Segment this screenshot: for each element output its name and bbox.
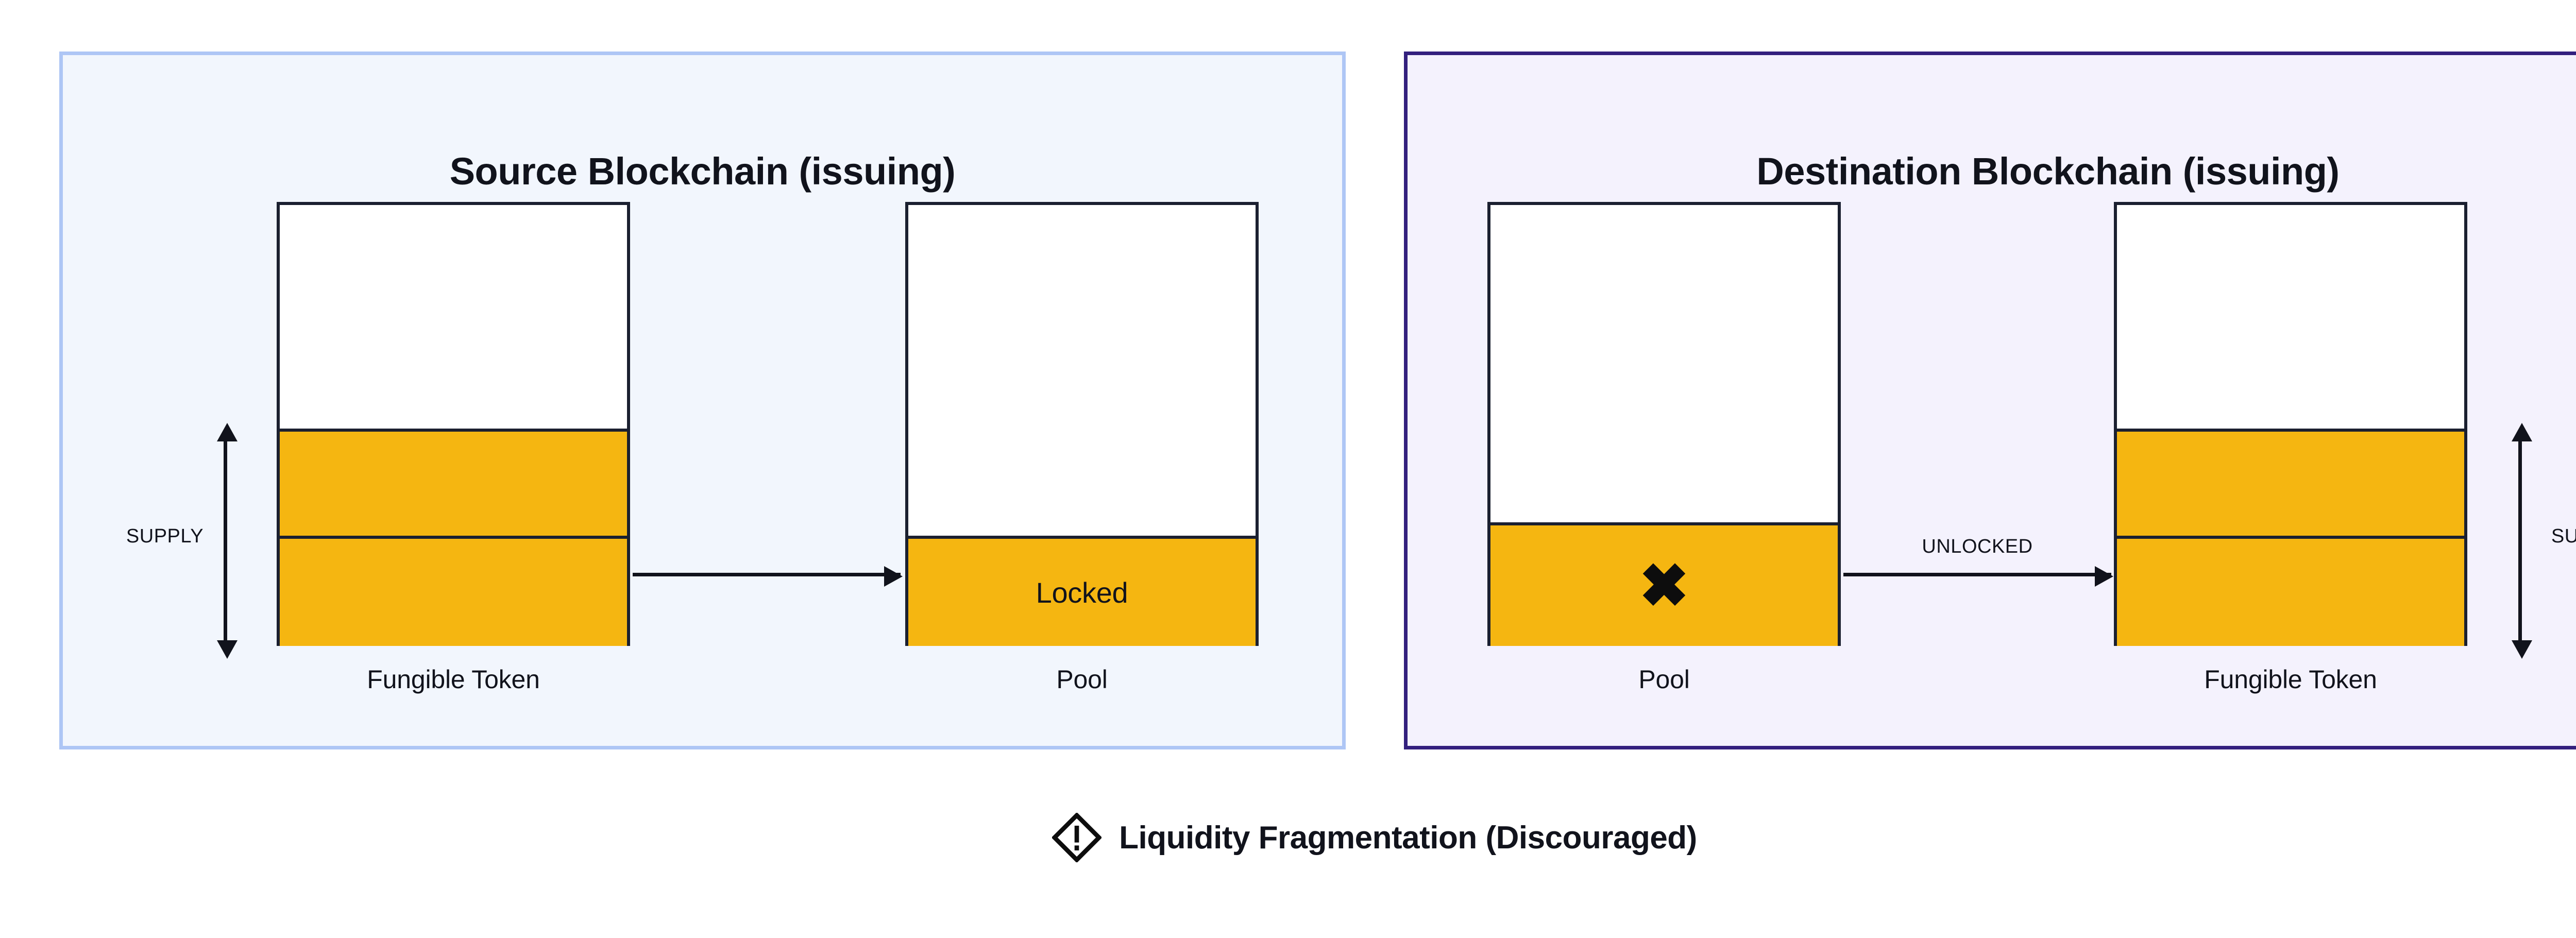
warning-diamond-icon <box>1052 813 1102 862</box>
unlock-transfer-arrow <box>1843 566 2113 587</box>
bar-destination-pool: ✖ <box>1487 202 1841 646</box>
bar-destination-fungible-token <box>2114 202 2467 646</box>
caption-destination-pool: Pool <box>1638 665 1690 694</box>
footer-caption: Liquidity Fragmentation (Discouraged) <box>0 813 2576 862</box>
destination-panel-title: Destination Blockchain (issuing) <box>1756 150 2340 193</box>
supply-label-right: SUPPLY <box>2551 525 2576 547</box>
cross-icon: ✖ <box>1639 552 1689 619</box>
caption-source-fungible-token: Fungible Token <box>367 665 540 694</box>
unlocked-arrow-label: UNLOCKED <box>1922 536 2033 557</box>
bar-segment-filled <box>2117 429 2464 536</box>
caption-destination-fungible-token: Fungible Token <box>2204 665 2377 694</box>
supply-double-arrow-right <box>2512 423 2532 659</box>
bar-segment-filled <box>280 536 627 646</box>
caption-source-pool: Pool <box>1056 665 1108 694</box>
locked-label: Locked <box>1036 576 1128 609</box>
supply-double-arrow-left <box>217 423 238 659</box>
bar-segment-filled <box>280 429 627 536</box>
lock-transfer-arrow <box>633 566 903 587</box>
bar-segment-filled <box>2117 536 2464 646</box>
bar-segment-depleted: ✖ <box>1490 522 1838 646</box>
source-panel-title: Source Blockchain (issuing) <box>449 150 956 193</box>
bar-source-fungible-token <box>277 202 630 646</box>
footer-text: Liquidity Fragmentation (Discouraged) <box>1119 820 1697 856</box>
supply-label-left: SUPPLY <box>126 525 204 547</box>
bar-segment-locked: Locked <box>908 536 1256 646</box>
bar-source-pool: Locked <box>905 202 1259 646</box>
